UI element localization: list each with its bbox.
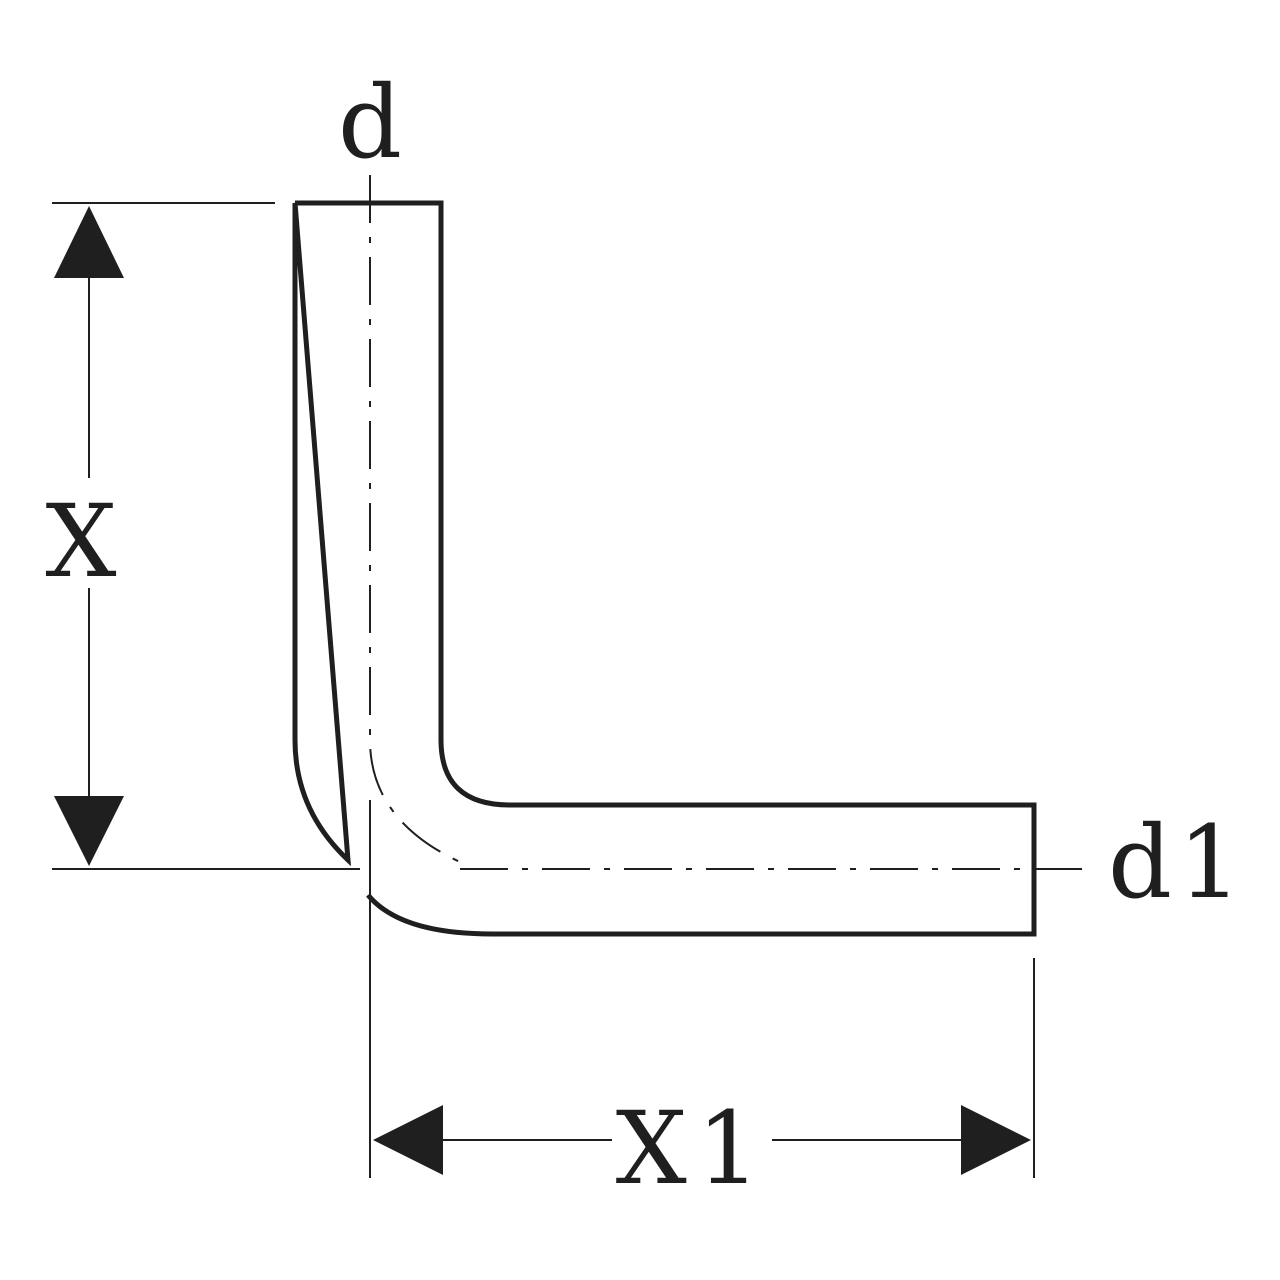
label-x1: X1 [616, 1090, 771, 1207]
arrow-down-icon [54, 796, 124, 866]
pipe-elbow-outline [292, 200, 1037, 937]
label-x: X [45, 483, 116, 600]
arrow-up-icon [54, 206, 124, 278]
label-x-background [45, 478, 133, 588]
label-d: d [338, 64, 402, 181]
arrow-left-icon [373, 1105, 443, 1175]
arrow-right-icon [961, 1105, 1031, 1175]
vertical-centerline [369, 175, 461, 863]
label-d1: d1 [1108, 804, 1248, 921]
label-x1-background [612, 1095, 772, 1195]
